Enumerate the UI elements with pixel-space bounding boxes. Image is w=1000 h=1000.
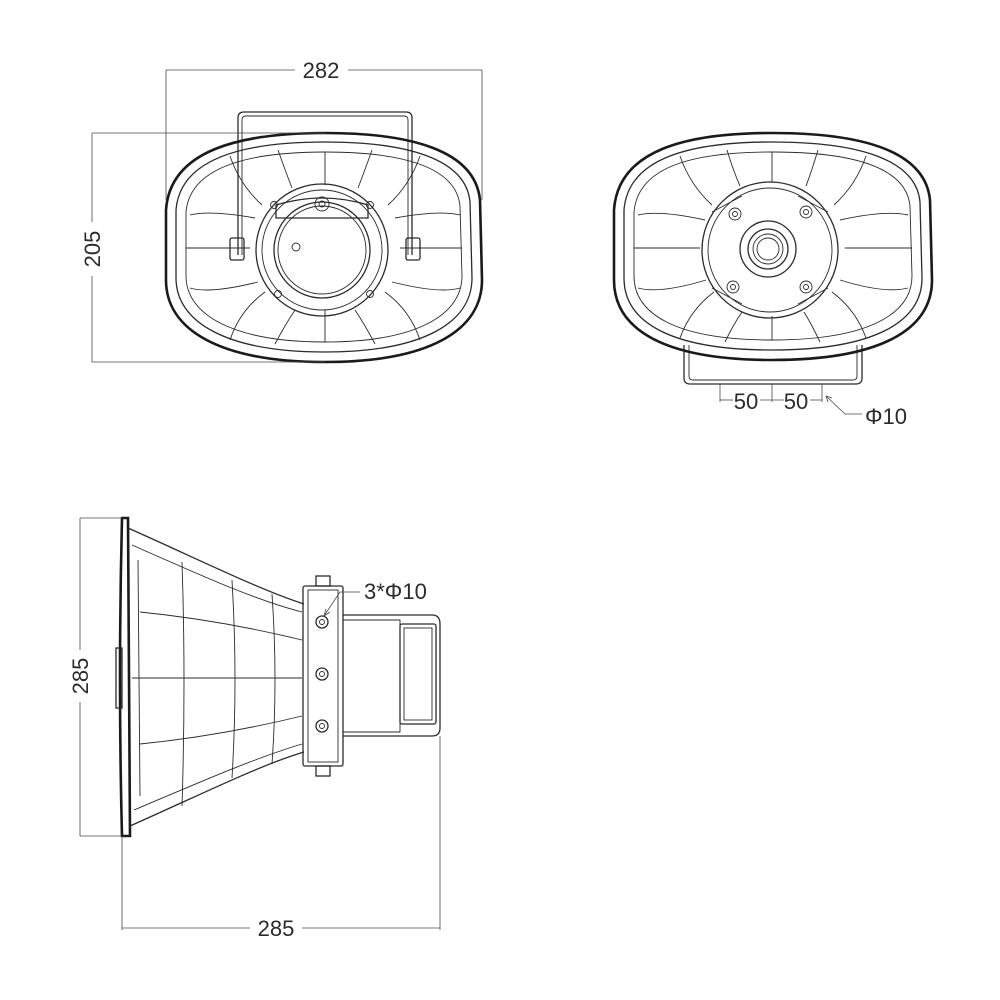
side-depth-label: 285	[258, 916, 295, 941]
side-height-label: 285	[68, 658, 93, 695]
side-holes-label: 3*Φ10	[364, 579, 427, 604]
side-height-dimension: 285	[68, 517, 122, 837]
front-width-dimension: 282	[165, 58, 483, 200]
front-view	[164, 111, 484, 364]
front-bracket	[237, 111, 413, 255]
side-horn-flare	[127, 527, 305, 605]
front-height-label: 205	[80, 231, 105, 268]
front-pivot-right	[405, 237, 421, 261]
rear-bracket	[683, 345, 863, 385]
front-driver-ring	[255, 183, 389, 317]
side-hole-1	[315, 615, 329, 629]
front-housing-outer	[164, 131, 484, 364]
front-height-dimension: 205	[80, 132, 325, 363]
rear-spacing-dimension: 50 50 Φ10	[719, 384, 907, 429]
front-pivot-left	[229, 237, 245, 261]
side-hole-2	[315, 667, 329, 681]
side-hole-3	[315, 719, 329, 733]
rear-connector	[739, 220, 797, 278]
side-view	[115, 516, 441, 838]
rear-hole-label: Φ10	[865, 404, 907, 429]
rear-housing-outer	[612, 131, 934, 362]
rear-plate	[701, 181, 839, 319]
rear-view	[612, 131, 934, 385]
side-driver-body	[343, 614, 441, 737]
side-holes-dimension: 3*Φ10	[323, 579, 427, 617]
rear-spacing-right-label: 50	[784, 389, 808, 414]
rear-spacing-left-label: 50	[734, 389, 758, 414]
front-width-label: 282	[303, 58, 340, 83]
side-depth-dimension: 285	[121, 736, 441, 941]
